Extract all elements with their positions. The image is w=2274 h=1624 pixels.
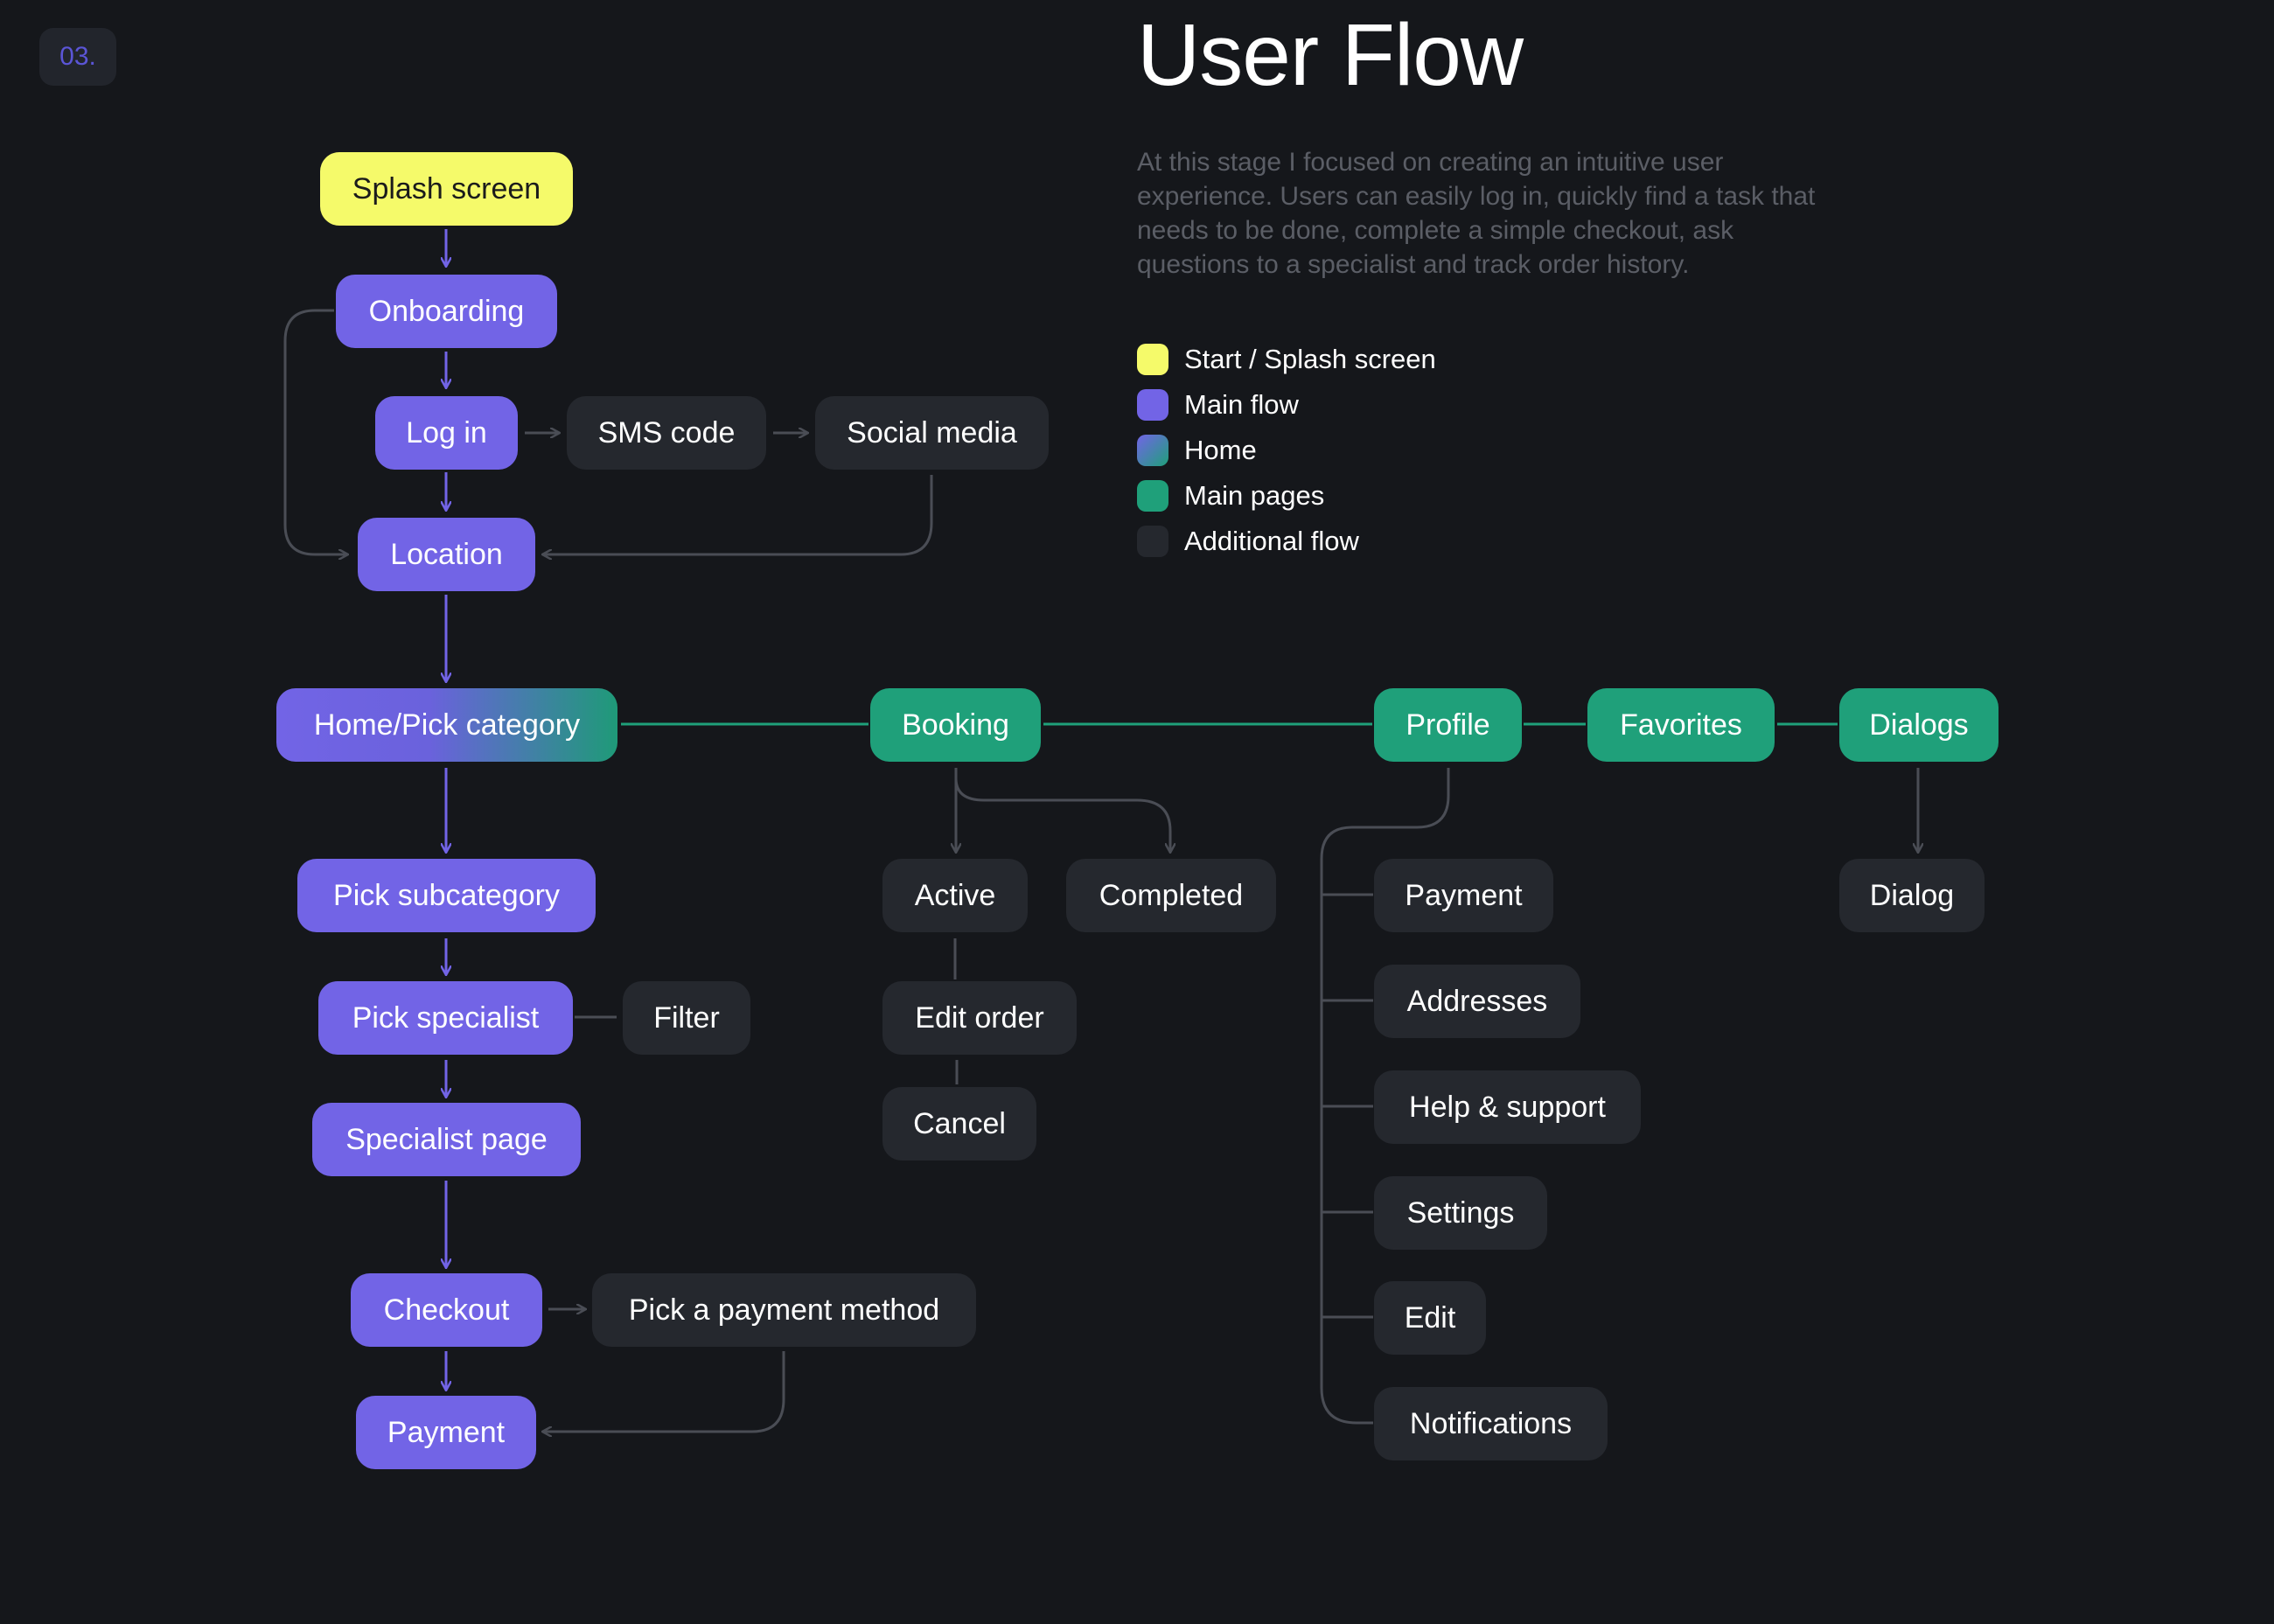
legend: Start / Splash screen Main flow Home Mai… (1137, 337, 1436, 564)
legend-swatch-additional-flow (1137, 526, 1168, 557)
node-social-media[interactable]: Social media (815, 396, 1049, 470)
node-pick-payment-method[interactable]: Pick a payment method (592, 1273, 976, 1347)
legend-swatch-start (1137, 344, 1168, 375)
node-pick-specialist[interactable]: Pick specialist (318, 981, 573, 1055)
edge-profile-trunk (1320, 768, 1450, 1425)
node-addresses[interactable]: Addresses (1374, 965, 1580, 1038)
node-edit-order[interactable]: Edit order (882, 981, 1077, 1055)
legend-item-additional-flow: Additional flow (1137, 519, 1436, 564)
node-checkout[interactable]: Checkout (351, 1273, 542, 1347)
section-number-badge: 03. (39, 28, 116, 86)
node-completed[interactable]: Completed (1066, 859, 1276, 932)
node-payment[interactable]: Payment (356, 1396, 536, 1469)
node-booking[interactable]: Booking (870, 688, 1041, 762)
node-settings[interactable]: Settings (1374, 1176, 1547, 1250)
edge-paymentmethod-payment (542, 1351, 785, 1432)
node-cancel[interactable]: Cancel (882, 1087, 1036, 1160)
edge-onboarding-location (283, 309, 348, 554)
legend-label: Start / Splash screen (1184, 344, 1436, 374)
node-sms-code[interactable]: SMS code (567, 396, 766, 470)
legend-swatch-main-pages (1137, 480, 1168, 512)
legend-item-start: Start / Splash screen (1137, 337, 1436, 382)
page-description: At this stage I focused on creating an i… (1137, 148, 1816, 279)
node-profile[interactable]: Profile (1374, 688, 1522, 762)
legend-label: Main pages (1184, 480, 1325, 511)
node-favorites[interactable]: Favorites (1587, 688, 1775, 762)
node-active[interactable]: Active (882, 859, 1028, 932)
legend-swatch-main-flow (1137, 389, 1168, 421)
node-specialist-page[interactable]: Specialist page (312, 1103, 581, 1176)
page-title: User Flow (1137, 6, 1524, 104)
legend-item-main-pages: Main pages (1137, 473, 1436, 519)
edge-booking-completed (954, 768, 1170, 853)
node-dialog[interactable]: Dialog (1839, 859, 1985, 932)
node-notifications[interactable]: Notifications (1374, 1387, 1608, 1460)
legend-label: Additional flow (1184, 526, 1359, 556)
node-filter[interactable]: Filter (623, 981, 750, 1055)
node-dialogs[interactable]: Dialogs (1839, 688, 1998, 762)
node-location[interactable]: Location (358, 518, 535, 591)
legend-item-main-flow: Main flow (1137, 382, 1436, 428)
legend-label: Home (1184, 435, 1257, 465)
legend-item-home: Home (1137, 428, 1436, 473)
legend-label: Main flow (1184, 389, 1299, 420)
node-help-support[interactable]: Help & support (1374, 1070, 1641, 1144)
edge-social-location (542, 475, 933, 554)
node-log-in[interactable]: Log in (375, 396, 518, 470)
node-home-pick-category[interactable]: Home/Pick category (276, 688, 617, 762)
node-pick-subcategory[interactable]: Pick subcategory (297, 859, 596, 932)
node-onboarding[interactable]: Onboarding (336, 275, 557, 348)
node-edit[interactable]: Edit (1374, 1281, 1486, 1355)
legend-swatch-home (1137, 435, 1168, 466)
node-profile-payment[interactable]: Payment (1374, 859, 1553, 932)
node-splash-screen[interactable]: Splash screen (320, 152, 573, 226)
